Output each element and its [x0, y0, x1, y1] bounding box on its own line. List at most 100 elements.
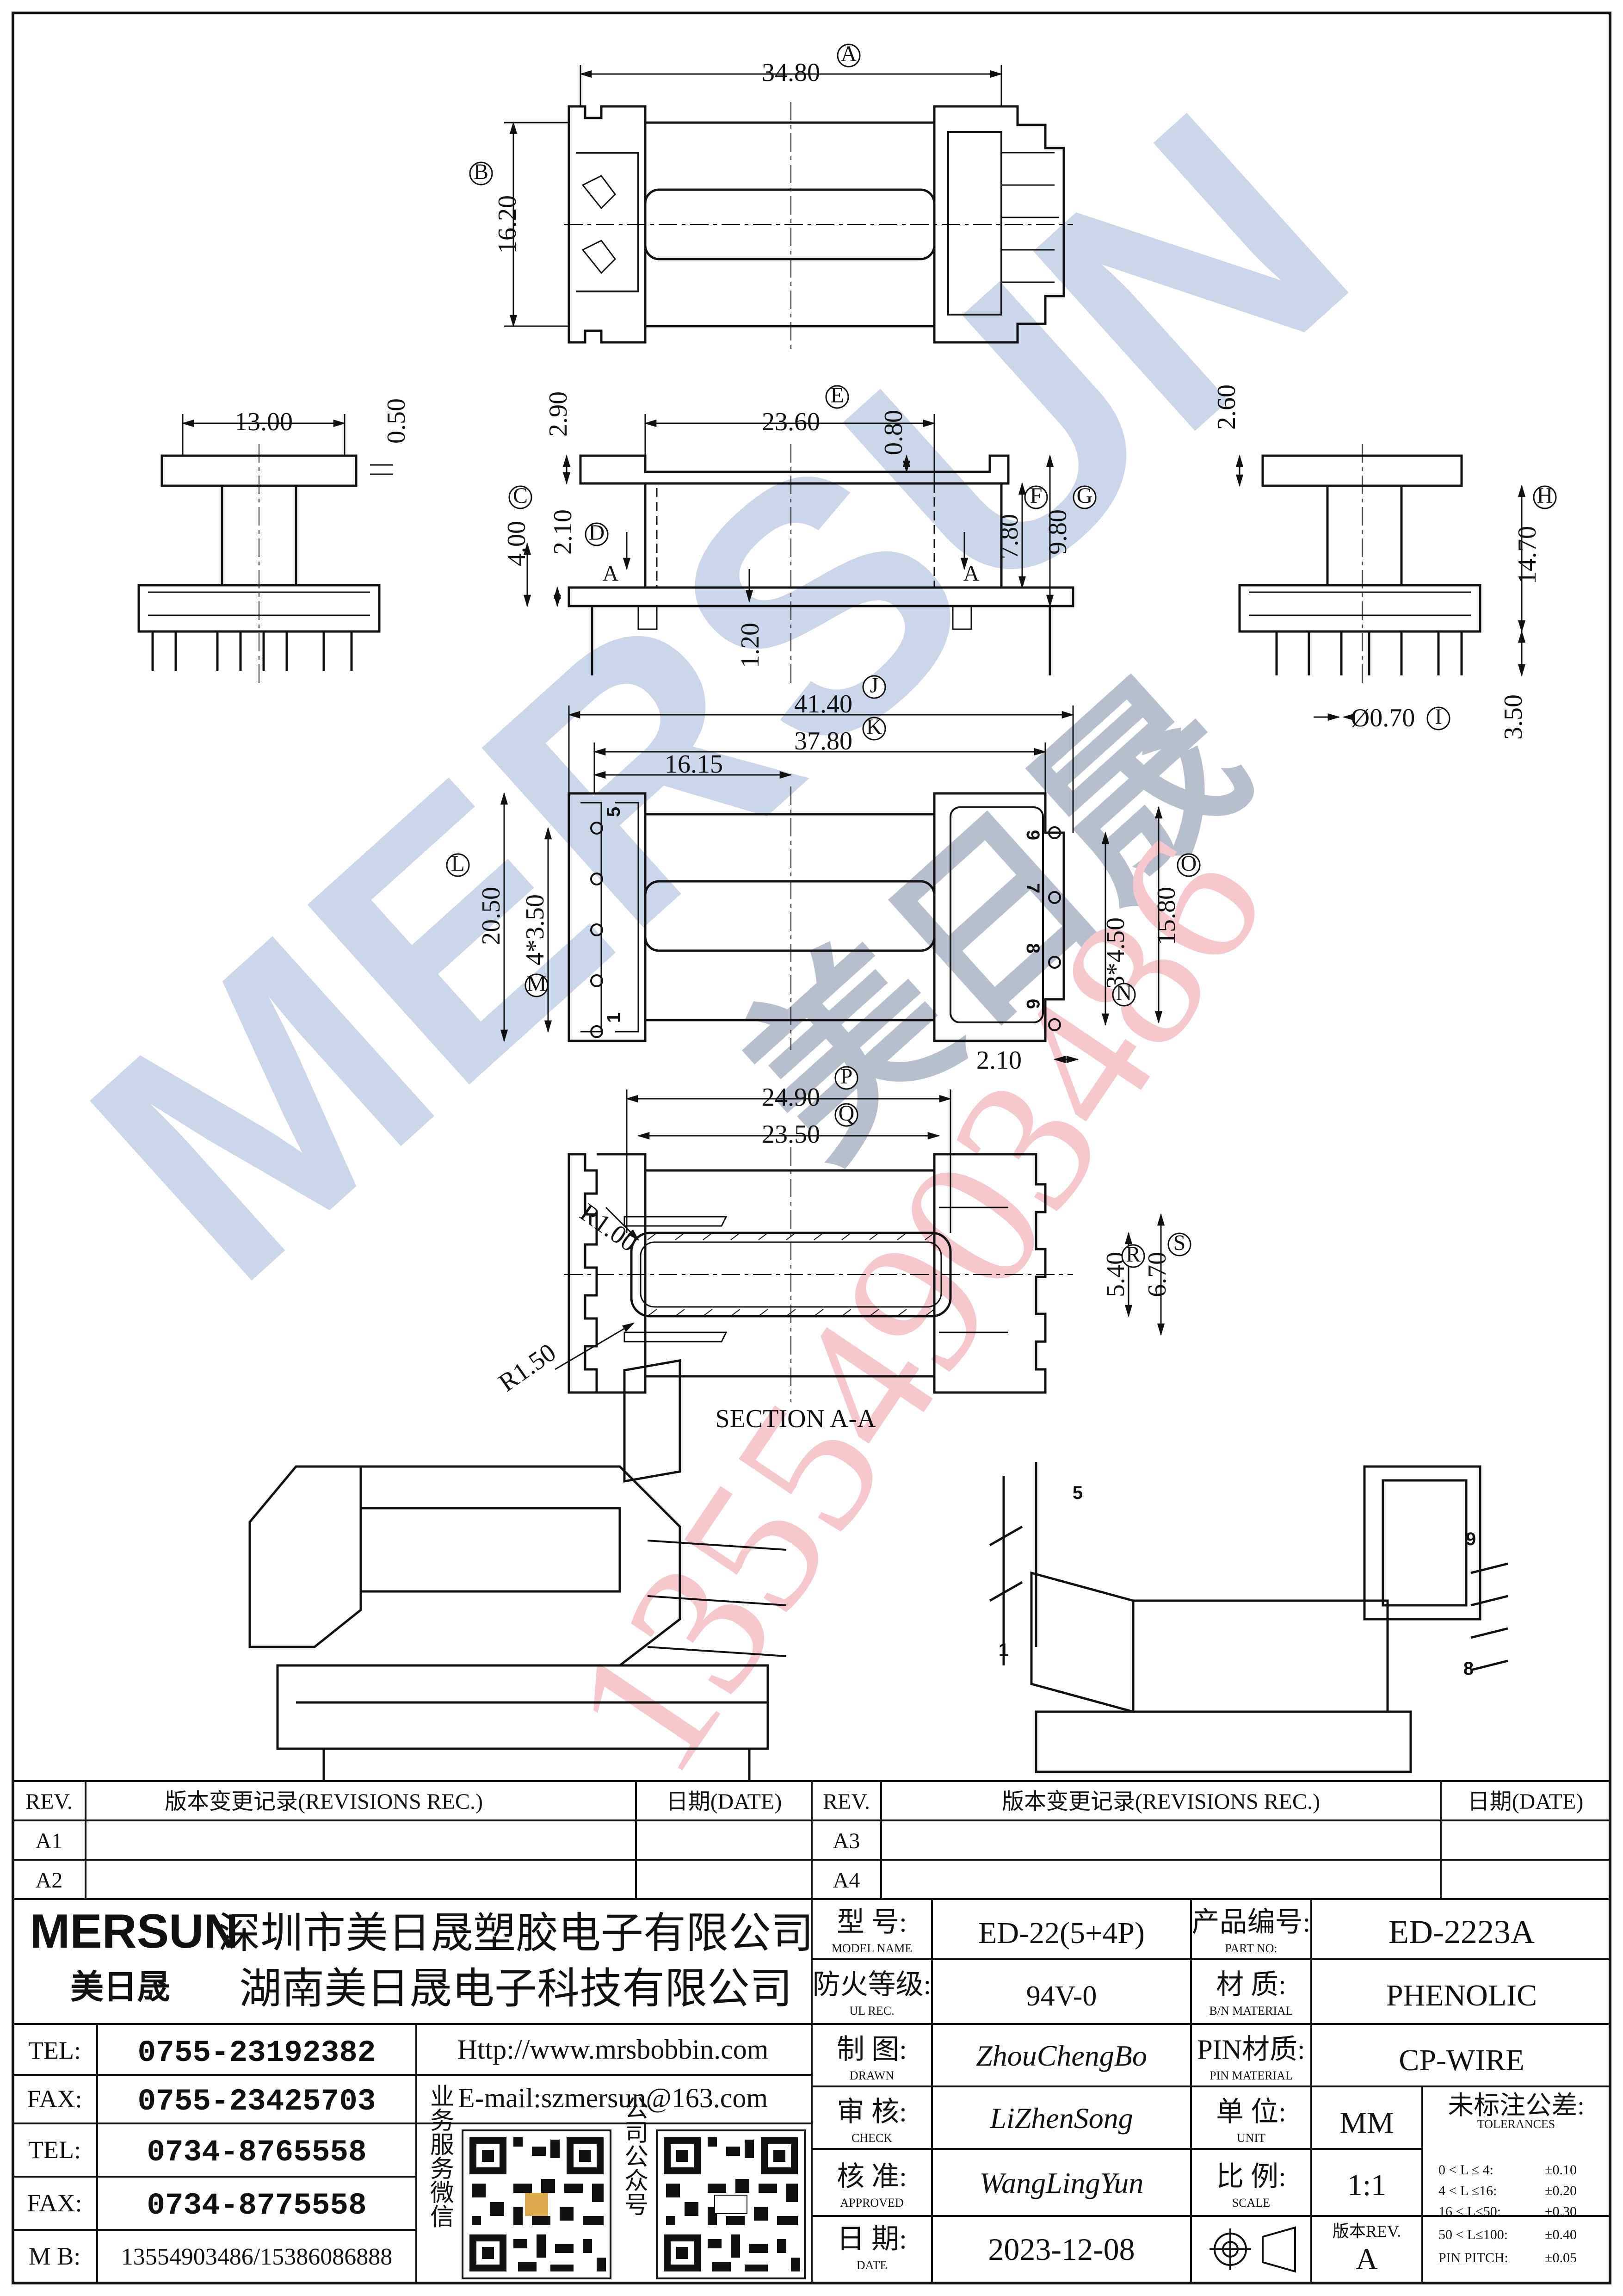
dim-J: 41.40: [794, 690, 852, 718]
pin-label-7: 7: [1023, 883, 1043, 893]
marker-H: H: [1537, 483, 1553, 508]
marker-P: P: [840, 1064, 853, 1089]
rev-header-left: REV.: [25, 1789, 73, 1814]
rev-header-right: REV.: [823, 1789, 870, 1814]
material-label: 材 质:: [1216, 1969, 1286, 2000]
section-mark-left: A: [603, 561, 619, 586]
check-label: 审 核:: [837, 2097, 907, 2127]
marker-O: O: [1181, 851, 1197, 876]
tolerance-range-1: 0 < L ≤ 4:: [1438, 2162, 1493, 2178]
tolerance-value-2: ±0.20: [1545, 2183, 1577, 2198]
drawn-value: ZhouChengBo: [976, 2039, 1147, 2072]
wechat-business-label: 业务服务微信: [426, 2084, 454, 2228]
wechat-public-label: 公司公众号: [621, 2096, 648, 2216]
dim-1-20: 1.20: [736, 623, 765, 668]
dimension-markers: [446, 43, 1557, 1268]
marker-N: N: [1116, 981, 1132, 1005]
dim-K: 37.80: [794, 727, 852, 755]
date-label: 日 期:: [837, 2224, 907, 2254]
watermark-logo: MERSUN: [22, 41, 1417, 1352]
rev-rec-header-left: 版本变更记录(REVISIONS REC.): [165, 1789, 483, 1814]
tolerance-range-3: 16 < L≤50:: [1438, 2204, 1501, 2219]
dim-N: 3*4.50: [1101, 917, 1130, 989]
contact-value-tel-2: 0734-8765558: [147, 2135, 366, 2170]
dim-3-50: 3.50: [1499, 694, 1528, 740]
dim-R1-50: R1.50: [494, 1338, 561, 1397]
company-name-2: 湖南美日晟电子科技有限公司: [239, 1965, 792, 2012]
pin-label-5: 5: [604, 807, 624, 817]
front-view: [568, 444, 1074, 685]
marker-C: C: [513, 483, 528, 508]
dim-O: 15.80: [1152, 887, 1181, 945]
wechat-public-qr: [656, 2129, 806, 2279]
model-label-en: MODEL NAME: [832, 1942, 913, 1955]
contact-label-tel-1: TEL:: [28, 2036, 81, 2064]
title-block: [12, 1780, 1611, 2284]
section-view: [564, 1147, 1073, 1402]
approved-value: WangLingYun: [980, 2166, 1144, 2199]
dim-P: 24.90: [762, 1083, 820, 1112]
tolerance-range-5: PIN PITCH:: [1438, 2250, 1508, 2265]
rev-row-a2: A2: [36, 1868, 63, 1893]
tolerance-value-4: ±0.40: [1545, 2227, 1577, 2242]
dim-0-50: 0.50: [382, 398, 411, 444]
rev-row-a4: A4: [833, 1868, 860, 1893]
scale-value: 1:1: [1347, 2168, 1386, 2202]
dim-C: 4.00: [502, 521, 531, 566]
date-label-en: DATE: [857, 2259, 887, 2272]
marker-K: K: [866, 715, 882, 739]
marker-D: D: [589, 520, 605, 545]
section-mark-right: A: [963, 561, 980, 586]
company-name-1: 深圳市美日晟塑胶电子有限公司: [218, 1910, 814, 1957]
dim-2-60: 2.60: [1212, 384, 1241, 430]
dim-0-80: 0.80: [879, 410, 908, 455]
dim-2-90: 2.90: [544, 391, 573, 437]
ul-value: 94V-0: [1026, 1980, 1097, 2012]
dimension-lines: [504, 65, 1003, 328]
section-label: SECTION A-A: [716, 1405, 876, 1433]
marker-M: M: [527, 972, 547, 996]
contact-value-mb: 13554903486/15386086888: [121, 2244, 392, 2270]
unit-label-en: UNIT: [1237, 2131, 1265, 2145]
pin-label-1: 1: [604, 1013, 624, 1023]
dim-S: 6.70: [1143, 1252, 1172, 1297]
company-logo: MERSUN: [30, 1905, 239, 1958]
contact-label-fax-2: FAX:: [27, 2189, 82, 2217]
model-label: 型 号:: [837, 1907, 907, 1937]
iso-pin-8: 8: [1463, 1659, 1474, 1679]
dim-L: 20.50: [477, 887, 506, 945]
contact-value-tel-1: 0755-23192382: [138, 2036, 376, 2070]
iso-pin-1: 1: [999, 1640, 1009, 1660]
tolerance-range-2: 4 < L ≤16:: [1438, 2183, 1497, 2198]
marker-J: J: [870, 673, 879, 698]
marker-R: R: [1126, 1242, 1141, 1267]
rev-row-a1: A1: [36, 1829, 63, 1853]
dim-Q: 23.50: [762, 1120, 820, 1149]
pin-material-label: PIN材质:: [1197, 2034, 1305, 2065]
dim-A: 34.80: [762, 58, 820, 87]
dim-width-13: 13.00: [235, 408, 293, 436]
dim-F: 7.80: [995, 514, 1024, 559]
top-view: [564, 102, 1073, 352]
pin-material-label-en: PIN MATERIAL: [1210, 2069, 1293, 2082]
marker-E: E: [830, 383, 844, 408]
marker-Q: Q: [839, 1101, 855, 1126]
contact-value-fax-1: 0755-23425703: [138, 2084, 376, 2119]
iso-pin-5: 5: [1073, 1483, 1083, 1503]
drawn-label-en: DRAWN: [850, 2069, 894, 2082]
pin-label-8: 8: [1023, 943, 1043, 953]
contact-label-fax-1: FAX:: [27, 2085, 82, 2113]
isometric-view-right: [989, 1462, 1508, 1773]
dim-2-10: 2.10: [976, 1046, 1022, 1075]
email: E-mail:szmersun@163.com: [458, 2083, 768, 2113]
contact-value-fax-2: 0734-8775558: [147, 2188, 366, 2223]
approved-label: 核 准:: [837, 2161, 907, 2192]
watermark: MERSUN 美日晟 13554903486: [22, 41, 1417, 1808]
tolerance-label: 未标注公差:: [1448, 2092, 1585, 2120]
part-label-en: PART NO:: [1225, 1942, 1277, 1955]
material-value: PHENOLIC: [1386, 1979, 1537, 2012]
isometric-view-left: [248, 1359, 787, 1781]
ul-label-en: UL REC.: [849, 2004, 894, 2018]
bottom-pin-holes: [590, 822, 1061, 1038]
marker-S: S: [1173, 1231, 1186, 1255]
